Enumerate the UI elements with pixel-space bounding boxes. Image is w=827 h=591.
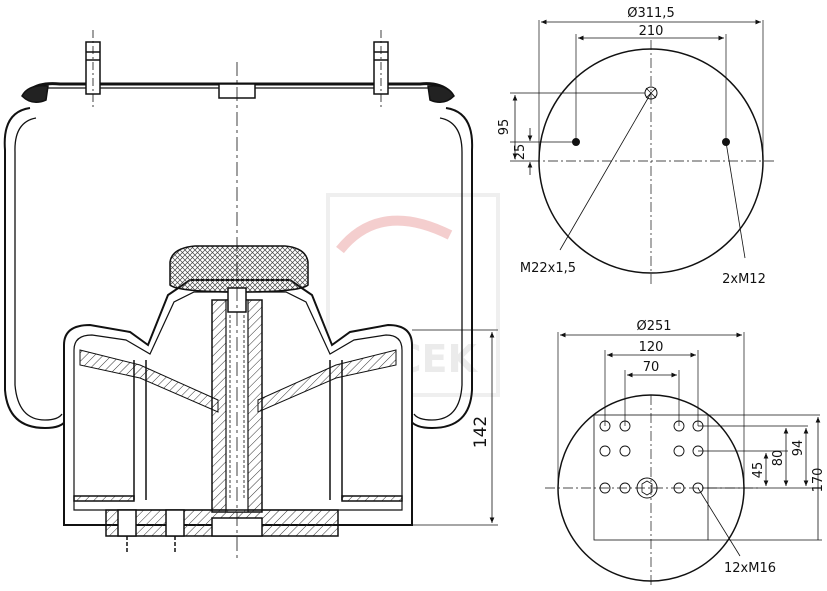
bottom-diameter-label: Ø251 [636, 319, 671, 334]
top-offset-25-label: 25 [513, 144, 528, 161]
height-dimension [412, 329, 498, 526]
top-diameter-label: Ø311,5 [627, 6, 674, 21]
bottom-view [545, 332, 822, 585]
top-offset-95-label: 95 [497, 119, 512, 136]
bolt-thread-label: 2xM12 [722, 272, 766, 287]
hole-thread-label: 12xM16 [724, 561, 776, 576]
bottom-spacing-70-label: 70 [643, 360, 660, 375]
bottom-dim-94-label: 94 [791, 440, 806, 457]
top-crimp-right [427, 84, 455, 103]
top-spacing-label: 210 [639, 24, 664, 39]
bellows-outline [3, 107, 67, 430]
top-crimp-left [21, 84, 49, 103]
bottom-dim-45-label: 45 [751, 462, 766, 479]
bump-stop [169, 245, 309, 293]
center-thread-label: M22x1,5 [520, 261, 576, 276]
bottom-spacing-120-label: 120 [639, 340, 664, 355]
bottom-dim-80-label: 80 [771, 450, 786, 467]
center-hex-nut [636, 477, 658, 499]
top-view [510, 19, 775, 285]
bottom-dim-170-label: 170 [811, 468, 826, 493]
hole-pattern [599, 420, 704, 494]
side-view-section [3, 30, 474, 560]
height-label: 142 [471, 416, 491, 448]
